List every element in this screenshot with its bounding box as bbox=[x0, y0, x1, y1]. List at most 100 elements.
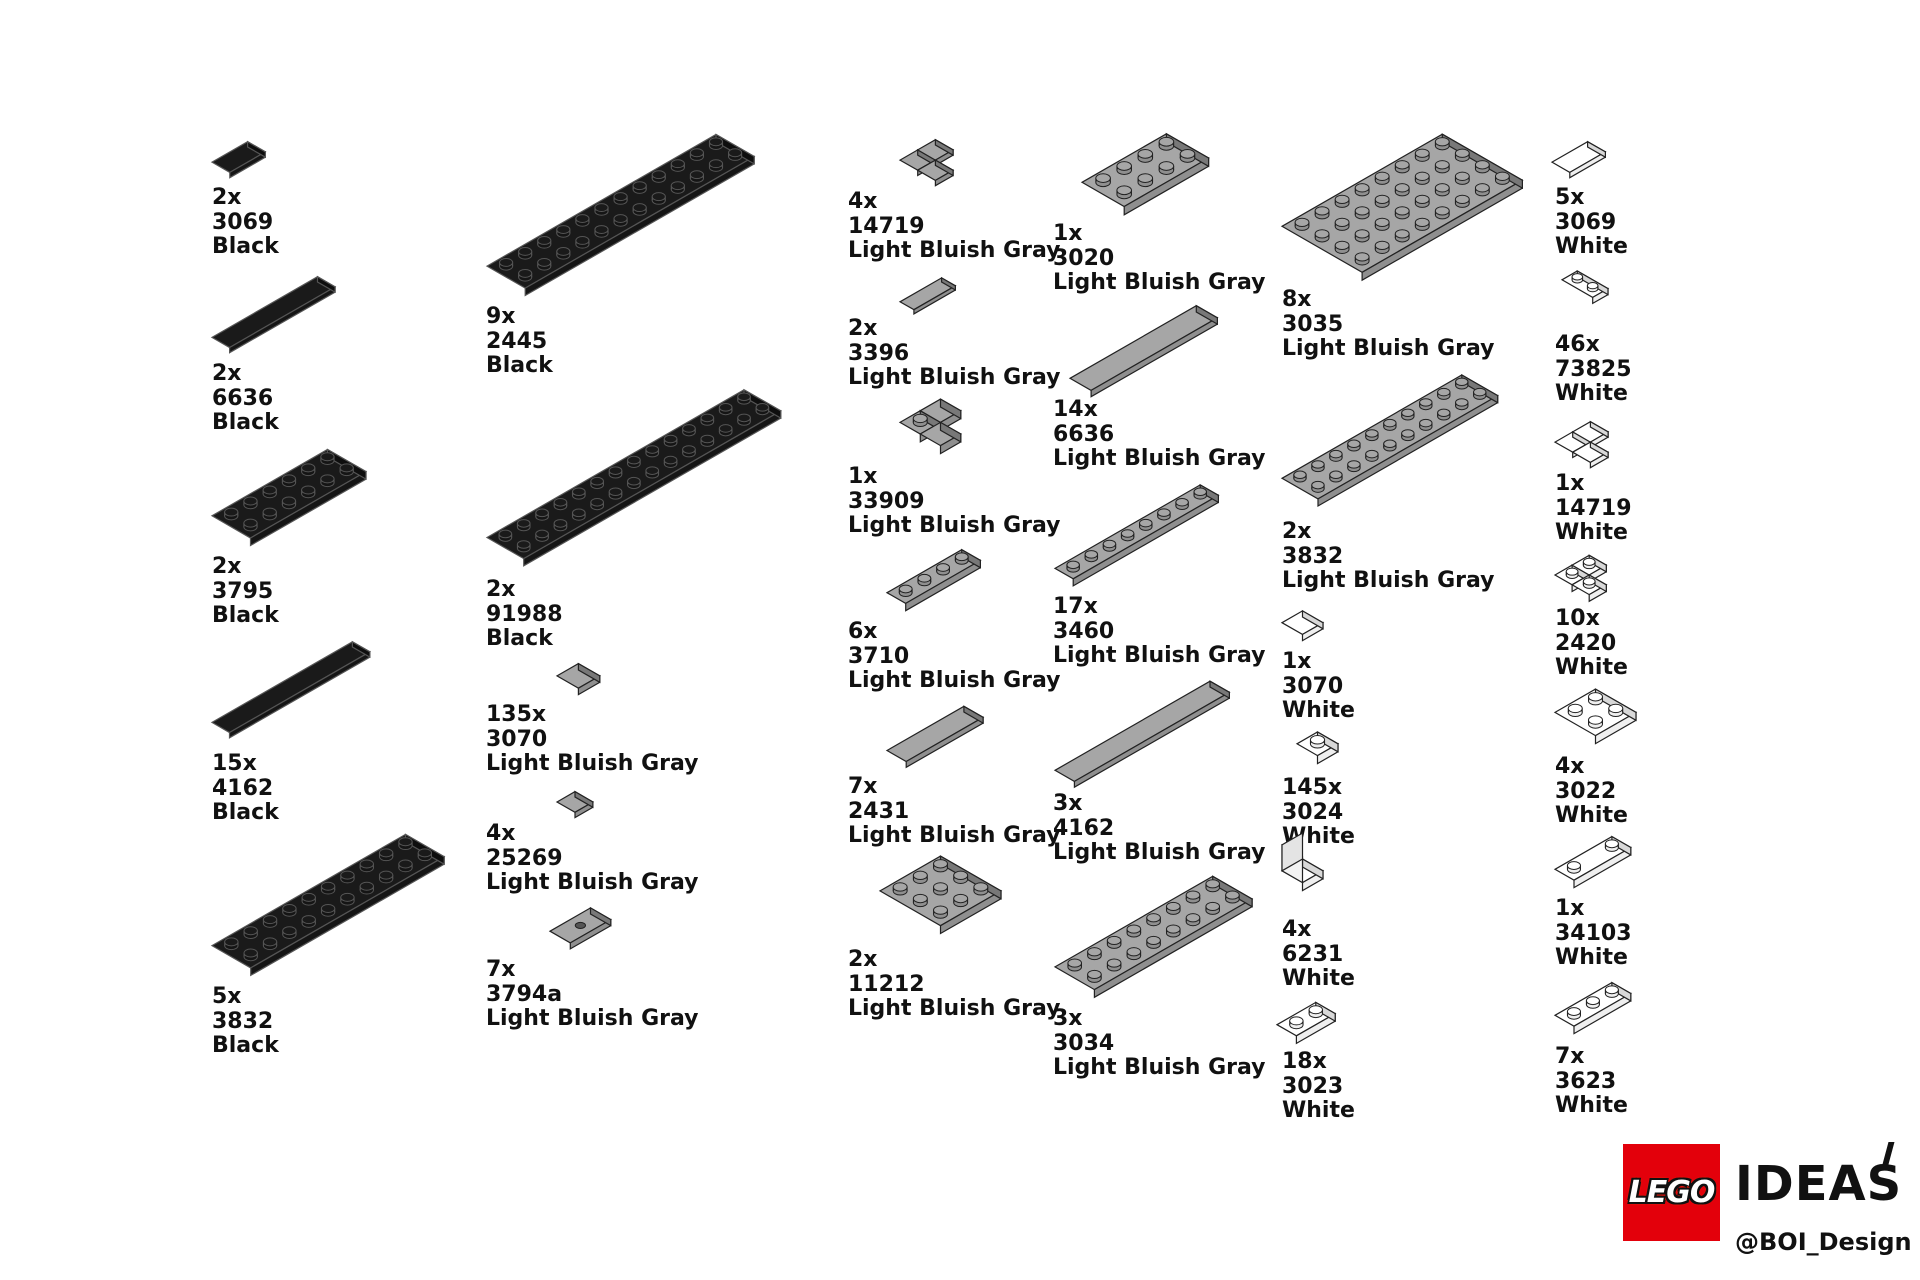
part-number: 4162 bbox=[1053, 815, 1115, 841]
brick-side-face bbox=[1209, 680, 1230, 700]
stud bbox=[1225, 890, 1240, 904]
part-qty: 18x bbox=[1282, 1049, 1327, 1074]
stud bbox=[281, 496, 297, 510]
stud bbox=[670, 159, 685, 172]
part-number: 73825 bbox=[1555, 356, 1632, 382]
stud bbox=[1585, 996, 1600, 1009]
part-qty: 1x bbox=[848, 464, 878, 489]
part-number: 3023 bbox=[1282, 1073, 1344, 1099]
stud bbox=[936, 563, 951, 576]
brick-side-face bbox=[1589, 420, 1609, 439]
part-qty: 7x bbox=[848, 774, 878, 799]
stud bbox=[340, 892, 355, 906]
stud bbox=[1582, 557, 1596, 570]
part-qty: 10x bbox=[1555, 606, 1600, 631]
stud bbox=[1165, 901, 1181, 915]
part-qty: 2x bbox=[212, 361, 242, 386]
stud bbox=[575, 236, 590, 249]
stud bbox=[1354, 183, 1370, 197]
part-color: Light Bluish Gray bbox=[1053, 446, 1266, 471]
stud bbox=[301, 915, 316, 928]
part-qty: 4x bbox=[848, 189, 878, 214]
stud bbox=[1588, 692, 1603, 706]
stud bbox=[613, 192, 628, 205]
part-qty: 1x bbox=[1555, 896, 1585, 921]
part-color: Black bbox=[486, 626, 553, 651]
part-qty: 2x bbox=[212, 185, 242, 210]
stud bbox=[670, 181, 685, 194]
part-3832-gray-image bbox=[1280, 373, 1499, 508]
stud bbox=[590, 498, 604, 511]
stud bbox=[912, 870, 928, 884]
part-color: Light Bluish Gray bbox=[1053, 840, 1266, 865]
stud bbox=[1146, 935, 1161, 949]
stud bbox=[1185, 913, 1201, 927]
stud bbox=[553, 519, 568, 532]
stud bbox=[1329, 449, 1343, 462]
stud bbox=[682, 445, 696, 458]
stud bbox=[933, 859, 948, 873]
part-qty: 17x bbox=[1053, 594, 1098, 619]
stud bbox=[1185, 890, 1201, 904]
stud bbox=[575, 214, 590, 227]
stud bbox=[1165, 924, 1181, 938]
stud bbox=[663, 455, 678, 468]
part-number: 3795 bbox=[212, 578, 274, 604]
brick-top-face bbox=[485, 133, 756, 289]
part-number: 3020 bbox=[1053, 245, 1115, 271]
stud bbox=[1454, 194, 1470, 208]
stud bbox=[282, 926, 297, 940]
stud bbox=[1434, 206, 1450, 220]
stud bbox=[1193, 487, 1208, 500]
stud bbox=[398, 859, 413, 873]
stud bbox=[1293, 470, 1307, 483]
stud bbox=[651, 192, 666, 205]
part-number: 6636 bbox=[1053, 421, 1115, 447]
stud bbox=[537, 236, 552, 249]
part-3069-white-image bbox=[1550, 140, 1607, 179]
stud bbox=[1604, 985, 1619, 998]
brick-top-face bbox=[210, 641, 372, 734]
part-qty: 6x bbox=[848, 619, 878, 644]
stud bbox=[1205, 901, 1221, 915]
part-color: Black bbox=[212, 800, 279, 825]
stud bbox=[417, 848, 433, 862]
brick-side-face bbox=[574, 790, 594, 809]
part-color: Light Bluish Gray bbox=[486, 870, 699, 895]
part-25269-gray-image bbox=[555, 790, 595, 819]
part-color: White bbox=[1555, 945, 1628, 970]
stud bbox=[933, 882, 948, 896]
stud bbox=[700, 413, 715, 426]
stud bbox=[1455, 398, 1469, 411]
part-3022-white-image bbox=[1553, 688, 1638, 745]
stud bbox=[1454, 148, 1470, 162]
part-14719-white-image bbox=[1553, 420, 1610, 469]
stud bbox=[912, 413, 928, 428]
stud bbox=[613, 214, 628, 227]
stud bbox=[651, 170, 666, 183]
brick-front-face bbox=[523, 409, 782, 567]
brick-side-face bbox=[589, 906, 612, 927]
stud bbox=[398, 837, 413, 851]
stud bbox=[933, 905, 948, 919]
stud bbox=[1401, 429, 1415, 442]
part-color: Light Bluish Gray bbox=[1053, 270, 1266, 295]
stud bbox=[537, 257, 552, 271]
stud bbox=[571, 487, 586, 500]
stud bbox=[632, 181, 647, 194]
part-qty: 14x bbox=[1053, 397, 1098, 422]
part-color: Light Bluish Gray bbox=[848, 996, 1061, 1021]
stud bbox=[682, 424, 696, 437]
stud bbox=[1374, 240, 1390, 254]
brick-front-face bbox=[1073, 691, 1230, 789]
part-number: 33909 bbox=[848, 488, 925, 514]
brick-side-face bbox=[934, 159, 954, 177]
stud bbox=[912, 893, 928, 908]
part-3023-white-image bbox=[1275, 1001, 1337, 1045]
stud bbox=[1365, 449, 1379, 462]
stud bbox=[1434, 183, 1450, 197]
stud bbox=[518, 268, 533, 282]
part-qty: 1x bbox=[1053, 221, 1083, 246]
stud bbox=[1374, 194, 1390, 208]
part-number: 3069 bbox=[1555, 209, 1617, 235]
